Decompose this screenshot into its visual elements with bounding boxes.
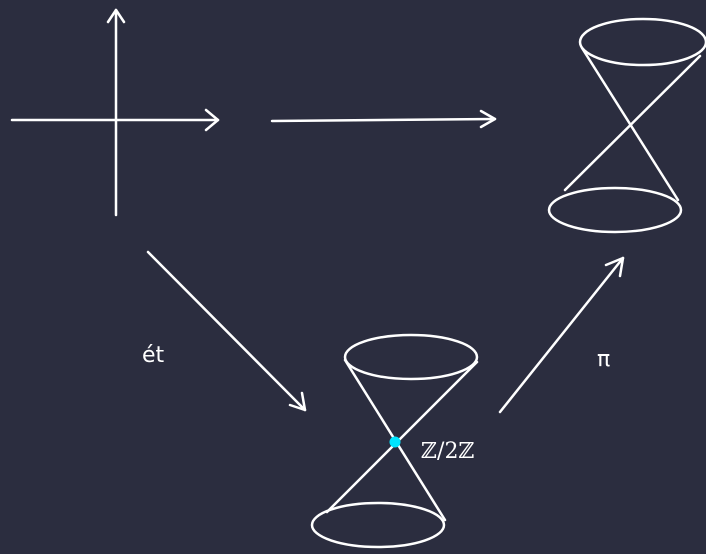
- plane-axes: [10, 8, 220, 217]
- cone-top-right-upper-rim: [578, 17, 706, 67]
- cone-top-right-generator-right: [563, 54, 702, 192]
- singular-point: [389, 436, 401, 448]
- etale-arrow-head: [288, 391, 307, 412]
- horizontal-axis-arrowhead: [204, 108, 220, 132]
- projection-arrow: [498, 256, 625, 414]
- cone-top-right: [547, 17, 706, 234]
- top-arrow: [270, 109, 497, 129]
- projection-label: π: [597, 347, 610, 372]
- etale-arrow: [146, 250, 307, 412]
- etale-arrow-shaft: [146, 250, 307, 412]
- vertical-axis-arrowhead: [106, 8, 126, 24]
- singularity-label: ℤ/2ℤ: [421, 439, 475, 464]
- projection-arrow-shaft: [498, 256, 625, 414]
- projection-arrow-head: [604, 256, 625, 278]
- cone-top-right-lower-rim: [547, 186, 683, 234]
- cone-bottom-lower-rim: [310, 501, 446, 549]
- top-arrow-shaft: [270, 117, 497, 123]
- cone-bottom-generator-right: [325, 360, 479, 514]
- top-arrow-head: [479, 109, 497, 129]
- cone-bottom-upper-rim: [343, 333, 479, 381]
- etale-label: ét: [142, 343, 165, 368]
